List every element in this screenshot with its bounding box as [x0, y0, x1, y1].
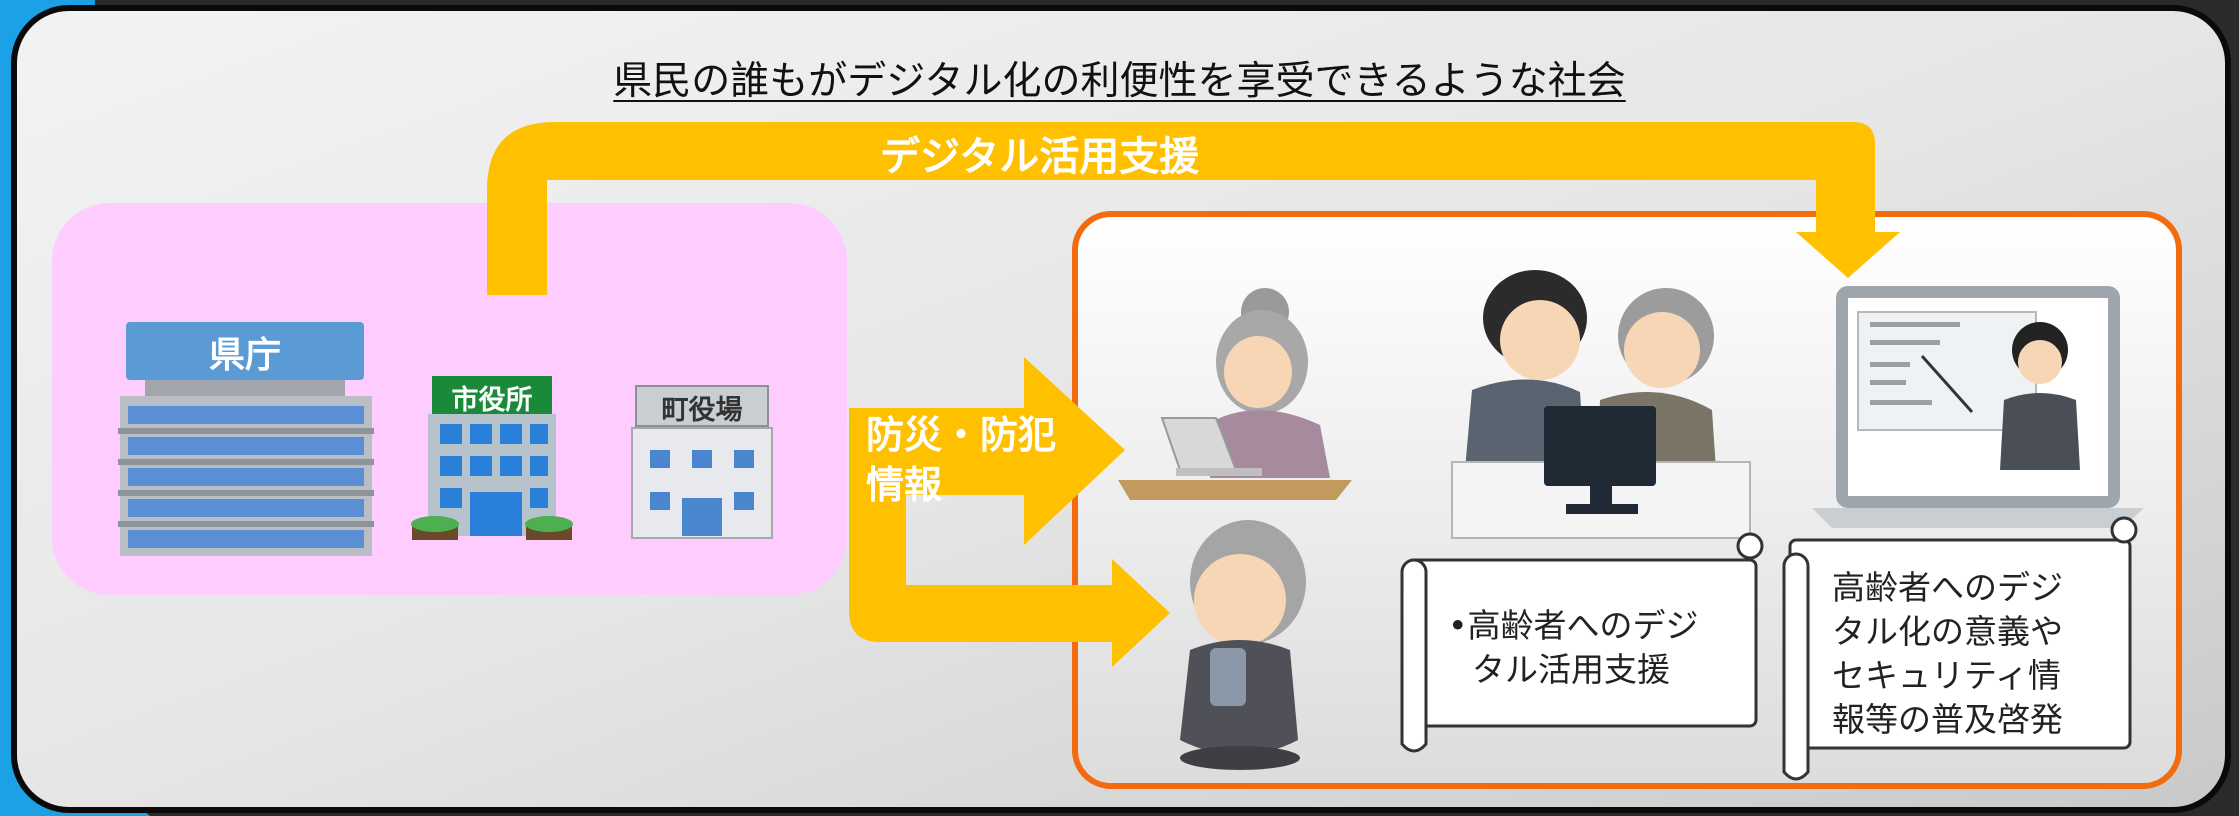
diagram-title: 県民の誰もがデジタル化の利便性を享受できるような社会	[613, 59, 1626, 104]
scroll-support-line1: •高齢者へのデジ	[1448, 606, 1699, 645]
disaster-label-line2: 情報	[866, 463, 943, 507]
scroll-support-line2: タル活用支援	[1472, 650, 1670, 689]
disaster-arrow-upper	[849, 357, 1125, 545]
choyakuba-label: 町役場	[661, 395, 743, 426]
scroll-awareness	[1782, 516, 2138, 781]
scroll-awareness-text: 高齢者へのデジ タル化の意義や セキュリティ情 報等の普及啓発	[1832, 566, 2092, 742]
helper-and-elderly-pc-icon	[1451, 270, 1751, 539]
scroll-awareness-line2: タル化の意義や	[1832, 612, 2063, 651]
elderly-woman-laptop-icon	[1118, 288, 1352, 500]
disaster-arrow-label: 防災・防犯 情報	[866, 410, 1056, 510]
kencho-label: 県庁	[208, 335, 281, 376]
disaster-arrow-lower	[849, 495, 1170, 667]
online-lecture-laptop-icon	[1812, 286, 2144, 528]
disaster-label-line1: 防災・防犯	[866, 413, 1057, 457]
shiyakusho-building-icon	[411, 376, 573, 540]
scroll-awareness-line3: セキュリティ情	[1832, 656, 2062, 695]
elderly-man-phone-icon	[1180, 520, 1306, 770]
scroll-awareness-line4: 報等の普及啓発	[1832, 700, 2063, 739]
support-arrow	[487, 122, 1900, 295]
scroll-support-text: •高齢者へのデジ タル活用支援	[1448, 604, 1748, 692]
choyakuba-building-icon	[631, 385, 773, 539]
scroll-support	[1400, 532, 1764, 753]
scroll-awareness-line1: 高齢者へのデジ	[1832, 568, 2063, 607]
kencho-building-icon	[118, 322, 374, 556]
shiyakusho-label: 市役所	[451, 385, 533, 416]
support-arrow-label: デジタル活用支援	[880, 134, 1200, 180]
